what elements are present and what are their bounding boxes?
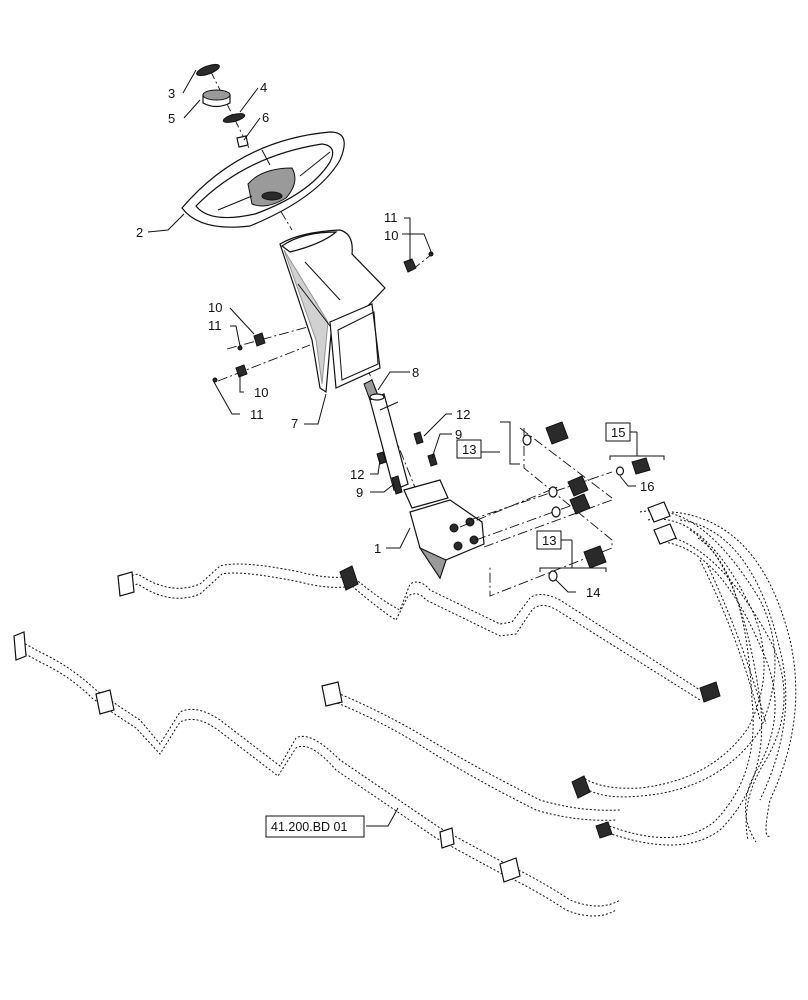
column-bolts	[376, 431, 438, 495]
fittings	[459, 421, 651, 597]
callout-12-left: 12	[350, 467, 364, 482]
leader-lines	[147, 69, 636, 827]
callout-9-left: 9	[356, 485, 363, 500]
callout-10-lower: 10	[254, 385, 268, 400]
callout-11-top: 11	[384, 210, 398, 225]
callout-5: 5	[168, 111, 175, 126]
hydraulic-hoses	[571, 501, 797, 846]
steering-valve	[403, 479, 485, 580]
reference-box[interactable]: 41.200.BD 01	[265, 815, 365, 838]
reference-label[interactable]: 41.200.BD 01	[271, 820, 347, 834]
steering-column	[363, 379, 409, 491]
callout-8: 8	[412, 365, 419, 380]
hydraulic-tubes	[13, 563, 721, 917]
callout-12-right: 12	[456, 407, 470, 422]
callout-3: 3	[168, 86, 175, 101]
callout-16: 16	[640, 479, 654, 494]
callout-1: 1	[374, 541, 381, 556]
svg-text:13: 13	[462, 442, 476, 457]
steering-console	[279, 229, 386, 394]
cover-part	[202, 89, 231, 108]
callout-9-right: 9	[455, 427, 462, 442]
console-nut-lower	[212, 364, 248, 383]
callout-11-left: 11	[208, 318, 222, 333]
callout-15-box: 15	[605, 422, 638, 456]
cap-part	[196, 63, 220, 77]
callout-10-left: 10	[208, 300, 222, 315]
callout-2: 2	[136, 225, 143, 240]
callout-11-lower: 11	[250, 407, 264, 422]
steering-wheel	[181, 131, 345, 228]
callout-7: 7	[291, 416, 298, 431]
callout-14: 14	[586, 585, 600, 600]
console-nut-upper	[403, 251, 434, 273]
callout-13-lower-box: 13	[536, 530, 573, 568]
washer-part	[222, 113, 246, 123]
callout-4: 4	[260, 80, 267, 95]
callout-13-upper-box: 13	[456, 439, 500, 459]
callout-6: 6	[262, 110, 269, 125]
console-nut-left	[237, 332, 266, 351]
nut-part	[236, 135, 249, 148]
svg-text:13: 13	[542, 533, 556, 548]
callout-10-top: 10	[384, 228, 398, 243]
svg-text:15: 15	[611, 425, 625, 440]
